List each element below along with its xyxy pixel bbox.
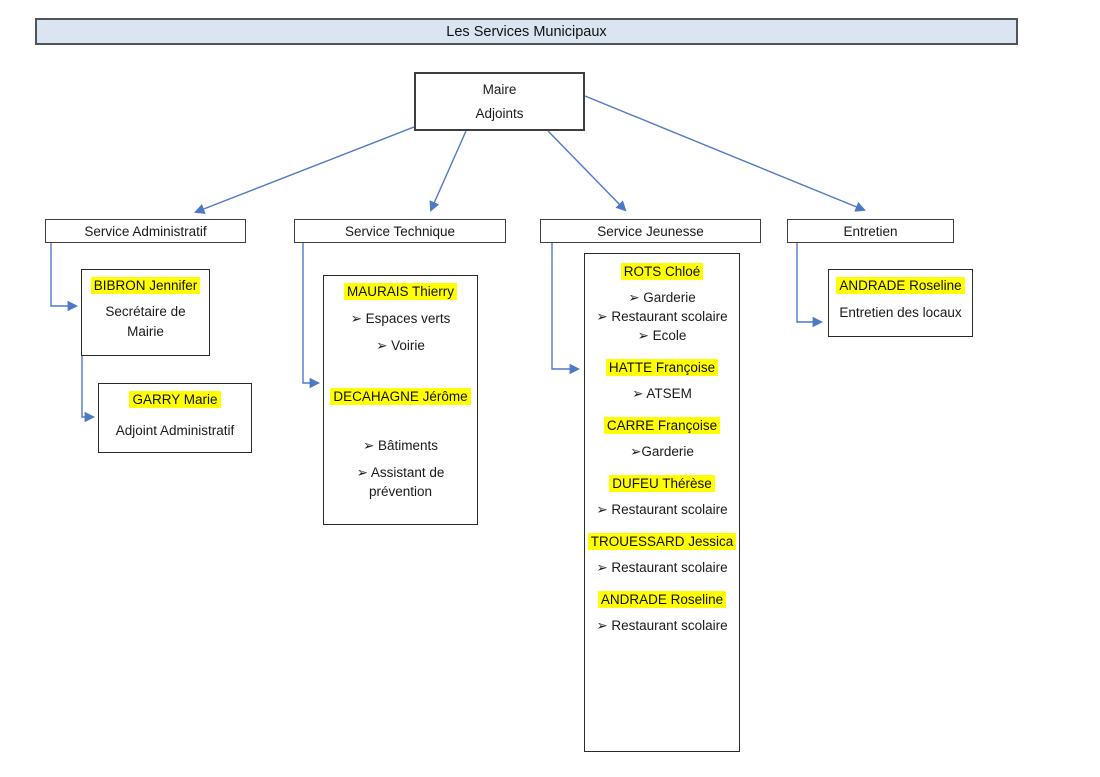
arrow-root-to-administratif <box>194 126 415 214</box>
bullet-task-line: ➢ Restaurant scolaire <box>596 560 728 575</box>
bullet-task-line: ➢ Assistant de prévention <box>356 465 445 499</box>
person-name-highlight: DECAHAGNE Jérôme <box>330 388 471 405</box>
bullet-task-line: ➢ Garderie <box>628 290 696 305</box>
bullet-task-line: ➢ ATSEM <box>632 386 692 401</box>
person-name-highlight: GARRY Marie <box>129 391 221 408</box>
person-name-highlight: HATTE Françoise <box>605 359 719 376</box>
arrow-root-to-jeunesse <box>547 130 627 212</box>
bullet-task-line: ➢ Bâtiments <box>362 438 439 453</box>
branch-header-entretien: Entretien <box>787 219 954 243</box>
person-entry: CARRE Françoise ➢Garderie <box>587 416 737 461</box>
bullet-task-line: ➢ Restaurant scolaire <box>596 502 728 517</box>
chart-title: Les Services Municipaux <box>446 23 607 40</box>
person-name-highlight: ANDRADE Roseline <box>836 277 965 294</box>
person-name-line: HATTE Françoise <box>587 358 737 377</box>
person-name-line: DECAHAGNE Jérôme <box>328 387 473 406</box>
person-name-highlight: TROUESSARD Jessica <box>587 533 737 550</box>
bullet-task-line: ➢ Espaces verts <box>350 311 451 326</box>
elbow-jeunesse-to-staff <box>551 243 581 375</box>
person-name-line: ANDRADE Roseline <box>833 276 968 295</box>
person-entry: TROUESSARD Jessica ➢ Restaurant scolaire <box>587 532 737 577</box>
person-name-highlight: DUFEU Thérèse <box>609 475 715 492</box>
person-entry: DECAHAGNE Jérôme ➢ Bâtiments ➢ Assistant d… <box>328 387 473 501</box>
person-name-line: DUFEU Thérèse <box>587 474 737 493</box>
person-entry: ROTS Chloé ➢ Garderie ➢ Restaurant scolair… <box>587 262 737 345</box>
branch-header-jeunesse: Service Jeunesse <box>540 219 761 243</box>
person-name-line: GARRY Marie <box>105 390 245 409</box>
bullet-task-line: ➢ Voirie <box>376 338 425 353</box>
arrow-root-to-entretien <box>584 95 866 212</box>
elbow-technique-to-staff <box>302 243 321 389</box>
role-line: Entretien des locaux <box>839 305 962 320</box>
content-box-jeunesse: ROTS Chloé ➢ Garderie ➢ Restaurant scolair… <box>584 253 740 752</box>
root-line-adjoints: Adjoints <box>475 105 524 121</box>
person-name-line: CARRE Françoise <box>587 416 737 435</box>
person-name-line: ROTS Chloé <box>587 262 737 281</box>
root-box: Maire Adjoints <box>414 72 585 131</box>
chart-title-bar: Les Services Municipaux <box>35 18 1018 45</box>
person-entry: ANDRADE Roseline ➢ Restaurant scolaire <box>587 590 737 635</box>
elbow-entretien-to-staff <box>796 243 824 328</box>
role-line: Secrétaire de Mairie <box>105 304 186 339</box>
branch-header-administratif: Service Administratif <box>45 219 246 243</box>
person-name-line: BIBRON Jennifer <box>90 276 201 295</box>
person-name-highlight: ANDRADE Roseline <box>597 591 727 608</box>
bullet-task-line: ➢ Ecole <box>637 328 687 343</box>
bullet-task-line: ➢ Restaurant scolaire <box>596 309 728 324</box>
elbow-administratif-to-bibron <box>50 243 79 312</box>
bullet-task-line: ➢Garderie <box>630 444 694 459</box>
person-name-highlight: CARRE Françoise <box>603 417 721 434</box>
branch-header-technique: Service Technique <box>294 219 506 243</box>
root-line-maire: Maire <box>482 82 517 98</box>
person-entry: MAURAIS Thierry ➢ Espaces verts ➢ Voirie <box>328 282 473 355</box>
elbow-bibron-to-garry <box>81 356 96 423</box>
bullet-task-line: ➢ Restaurant scolaire <box>596 618 728 633</box>
person-entry: HATTE Françoise ➢ ATSEM <box>587 358 737 403</box>
person-name-highlight: MAURAIS Thierry <box>343 283 458 300</box>
person-name-highlight: BIBRON Jennifer <box>90 277 201 294</box>
person-entry: DUFEU Thérèse ➢ Restaurant scolaire <box>587 474 737 519</box>
person-name-line: ANDRADE Roseline <box>587 590 737 609</box>
person-name-line: TROUESSARD Jessica <box>587 532 737 551</box>
role-line: Adjoint Administratif <box>115 423 235 438</box>
person-name-line: MAURAIS Thierry <box>328 282 473 301</box>
person-name-highlight: ROTS Chloé <box>620 263 704 280</box>
arrow-root-to-technique <box>429 130 467 212</box>
